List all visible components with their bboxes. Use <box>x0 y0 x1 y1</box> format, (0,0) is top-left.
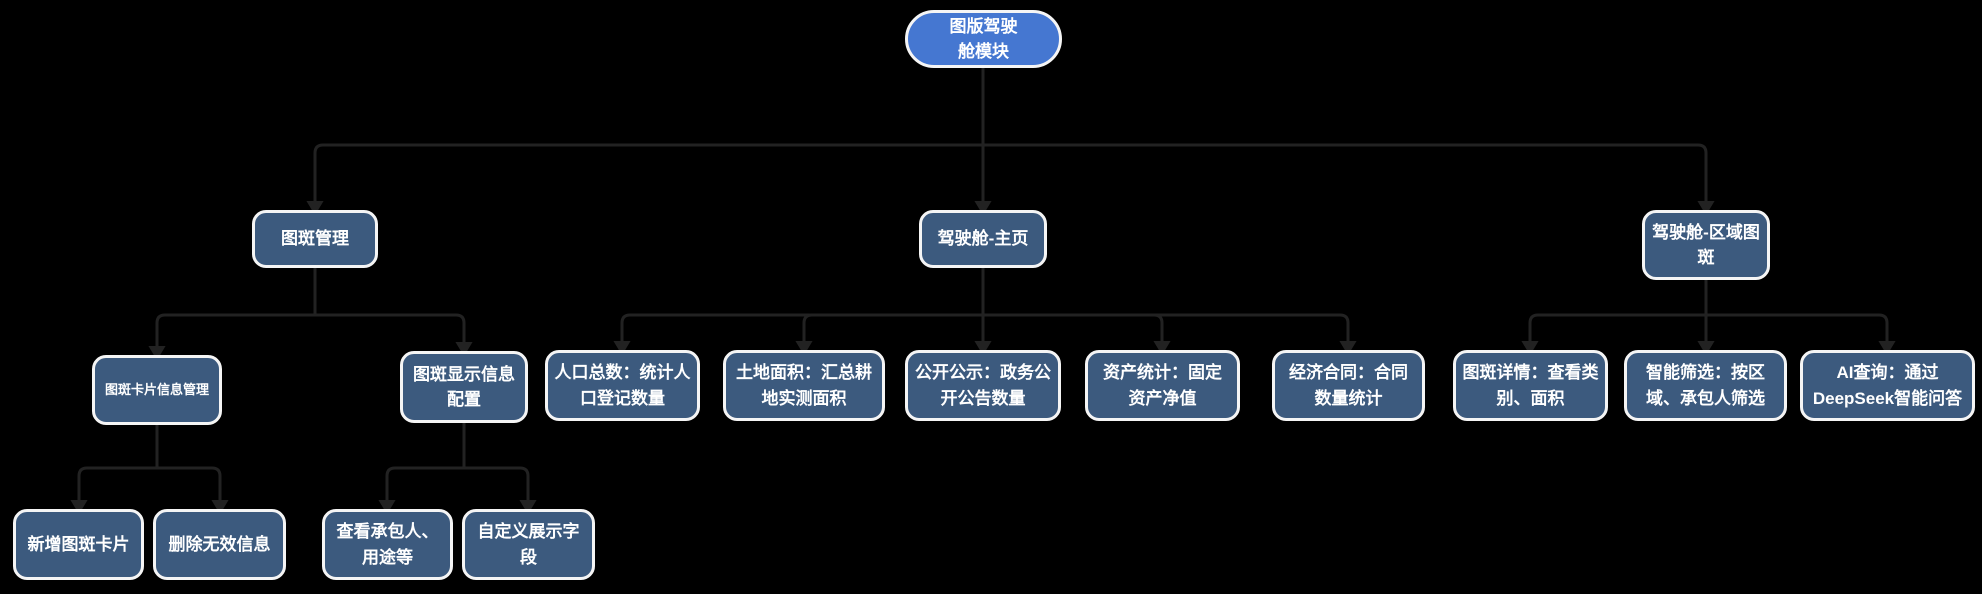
node-asset-statistics[interactable]: 资产统计：固定 资产净值 <box>1085 350 1240 421</box>
node-add-patch-card[interactable]: 新增图斑卡片 <box>13 509 144 580</box>
node-delete-invalid-info[interactable]: 删除无效信息 <box>153 509 286 580</box>
connector-cardinfo-add <box>70 466 157 515</box>
connector-home-land <box>795 313 983 356</box>
node-view-contractor-usage[interactable]: 查看承包人、 用途等 <box>322 509 453 580</box>
node-patch-detail[interactable]: 图斑详情：查看类 别、面积 <box>1453 350 1608 421</box>
node-cockpit-region-patch[interactable]: 驾驶舱-区域图 斑 <box>1642 210 1770 280</box>
connector-displayconfig-view <box>378 466 464 515</box>
node-patch-management[interactable]: 图斑管理 <box>252 210 378 268</box>
connector-cardinfo-delete <box>157 466 229 515</box>
node-ai-query[interactable]: AI查询：通过 DeepSeek智能问答 <box>1800 350 1975 421</box>
connector-region-ai <box>1706 313 1896 356</box>
node-custom-display-fields[interactable]: 自定义展示字 段 <box>462 509 595 580</box>
node-patch-card-info-management[interactable]: 图斑卡片信息管理 <box>92 355 222 425</box>
node-economic-contract[interactable]: 经济合同：合同 数量统计 <box>1272 350 1425 421</box>
node-land-area[interactable]: 土地面积：汇总耕 地实测面积 <box>723 350 885 421</box>
node-root-cockpit-module[interactable]: 图版驾驶 舱模块 <box>905 10 1062 68</box>
connector-root-tuban <box>306 143 983 216</box>
node-smart-filter[interactable]: 智能筛选：按区 域、承包人筛选 <box>1624 350 1787 421</box>
node-population-total[interactable]: 人口总数：统计人 口登记数量 <box>545 350 700 421</box>
connector-displayconfig-custom <box>464 466 537 515</box>
connector-root-region <box>983 143 1715 216</box>
connector-home-population <box>613 313 983 356</box>
connector-tuban-displayconfig <box>315 313 473 357</box>
connector-tuban-cardinfo <box>148 313 315 361</box>
connector-home-asset <box>983 313 1171 356</box>
node-patch-display-config[interactable]: 图斑显示信息 配置 <box>400 351 528 423</box>
connector-region-detail <box>1521 313 1706 356</box>
node-cockpit-home[interactable]: 驾驶舱-主页 <box>919 210 1047 268</box>
connector-home-contract <box>983 313 1357 356</box>
node-public-notice[interactable]: 公开公示：政务公 开公告数量 <box>905 350 1061 421</box>
